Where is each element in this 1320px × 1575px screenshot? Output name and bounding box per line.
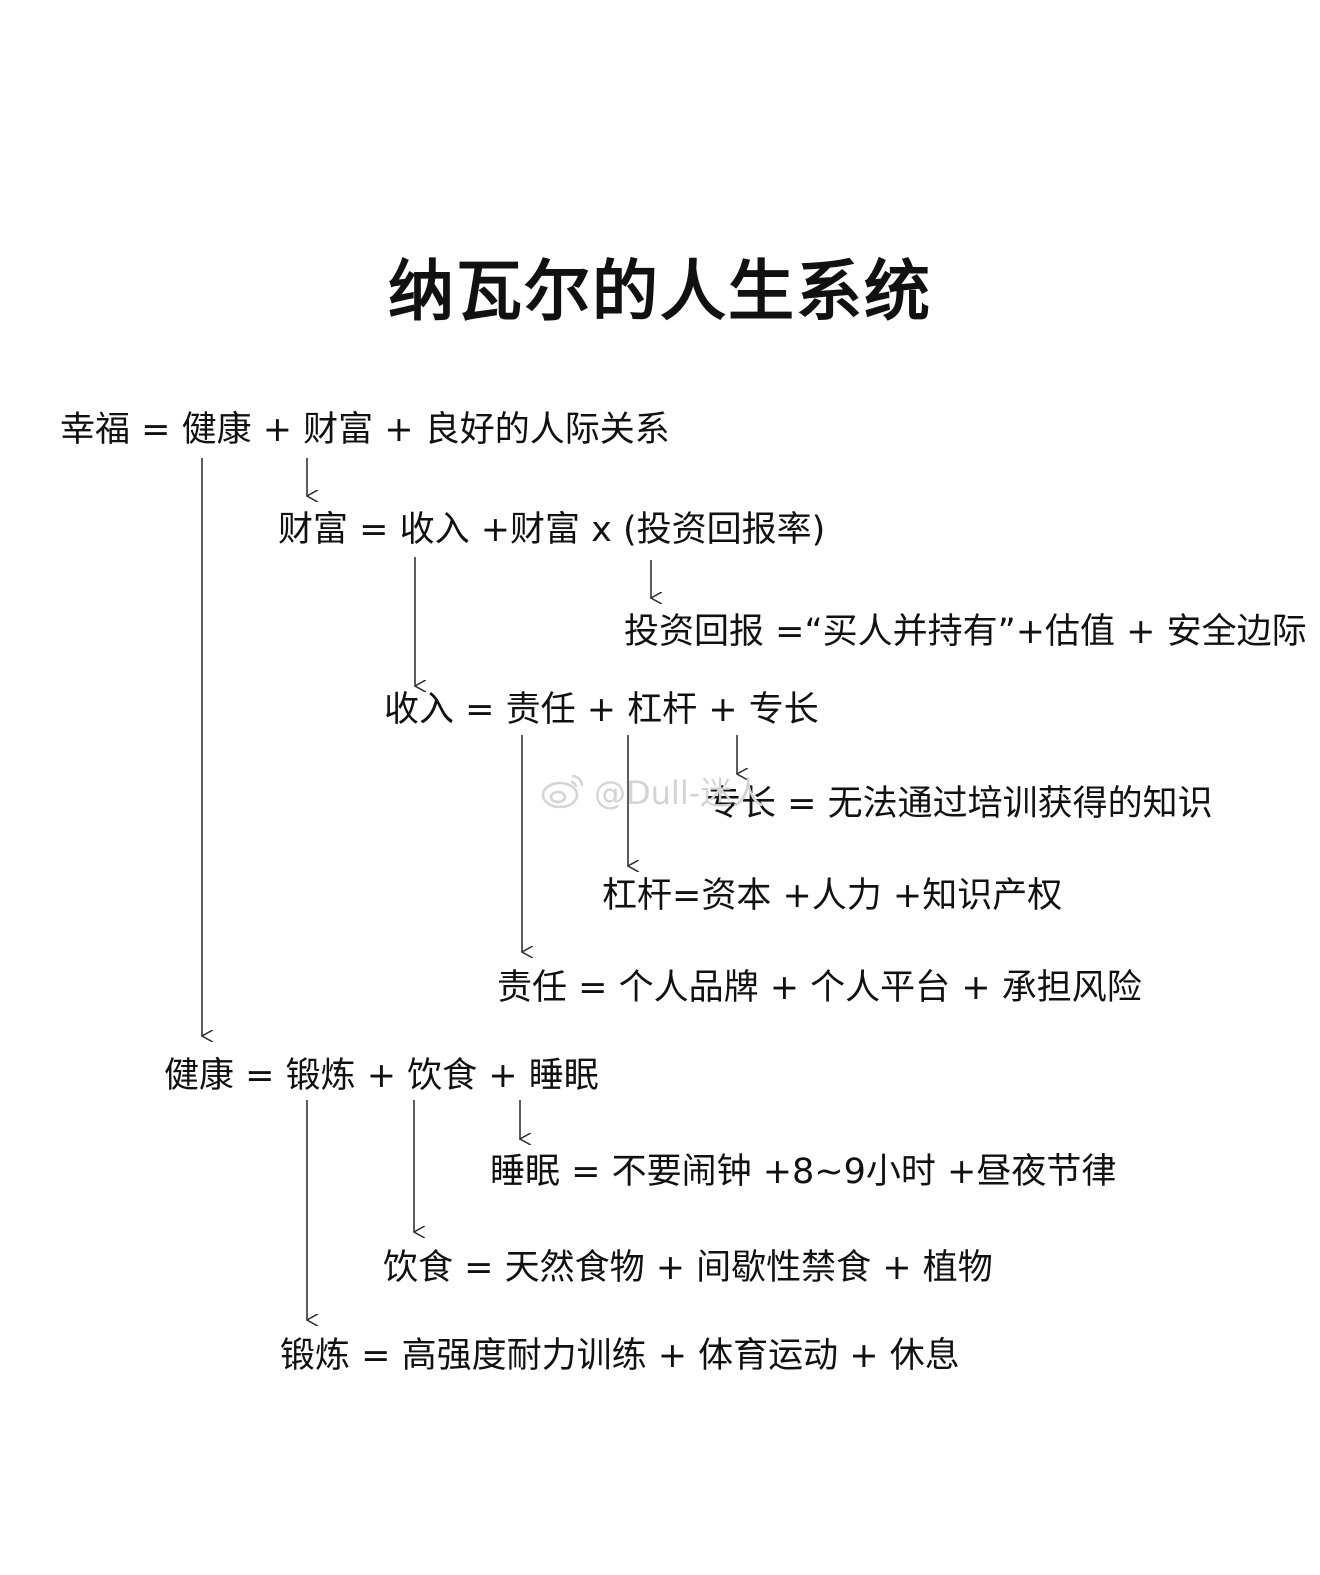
weibo-icon (540, 772, 586, 810)
equation-wealth: 财富 = 收入 +财富 x (投资回报率) (278, 510, 826, 550)
equation-sleep: 睡眠 = 不要闹钟 +8~9小时 +昼夜节律 (490, 1152, 1117, 1192)
equation-health: 健康 = 锻炼 + 饮食 + 睡眠 (164, 1056, 599, 1096)
watermark-text: @Dull-迷人 (594, 774, 765, 812)
equation-exercise: 锻炼 = 高强度耐力训练 + 体育运动 + 休息 (280, 1336, 960, 1376)
equation-diet: 饮食 = 天然食物 + 间歇性禁食 + 植物 (383, 1248, 993, 1288)
diagram-title: 纳瓦尔的人生系统 (388, 253, 932, 330)
equation-leverage: 杠杆=资本 +人力 +知识产权 (602, 876, 1063, 916)
watermark: @Dull-迷人 (540, 768, 764, 814)
equation-responsibility: 责任 = 个人品牌 + 个人平台 + 承担风险 (497, 968, 1142, 1008)
equation-investment-return: 投资回报 =“买人并持有”+估值 + 安全边际 (624, 612, 1307, 652)
equation-expertise: 专长 = 无法通过培训获得的知识 (706, 784, 1213, 824)
equation-happiness: 幸福 = 健康 + 财富 + 良好的人际关系 (60, 410, 670, 450)
equation-income: 收入 = 责任 + 杠杆 + 专长 (384, 690, 819, 730)
